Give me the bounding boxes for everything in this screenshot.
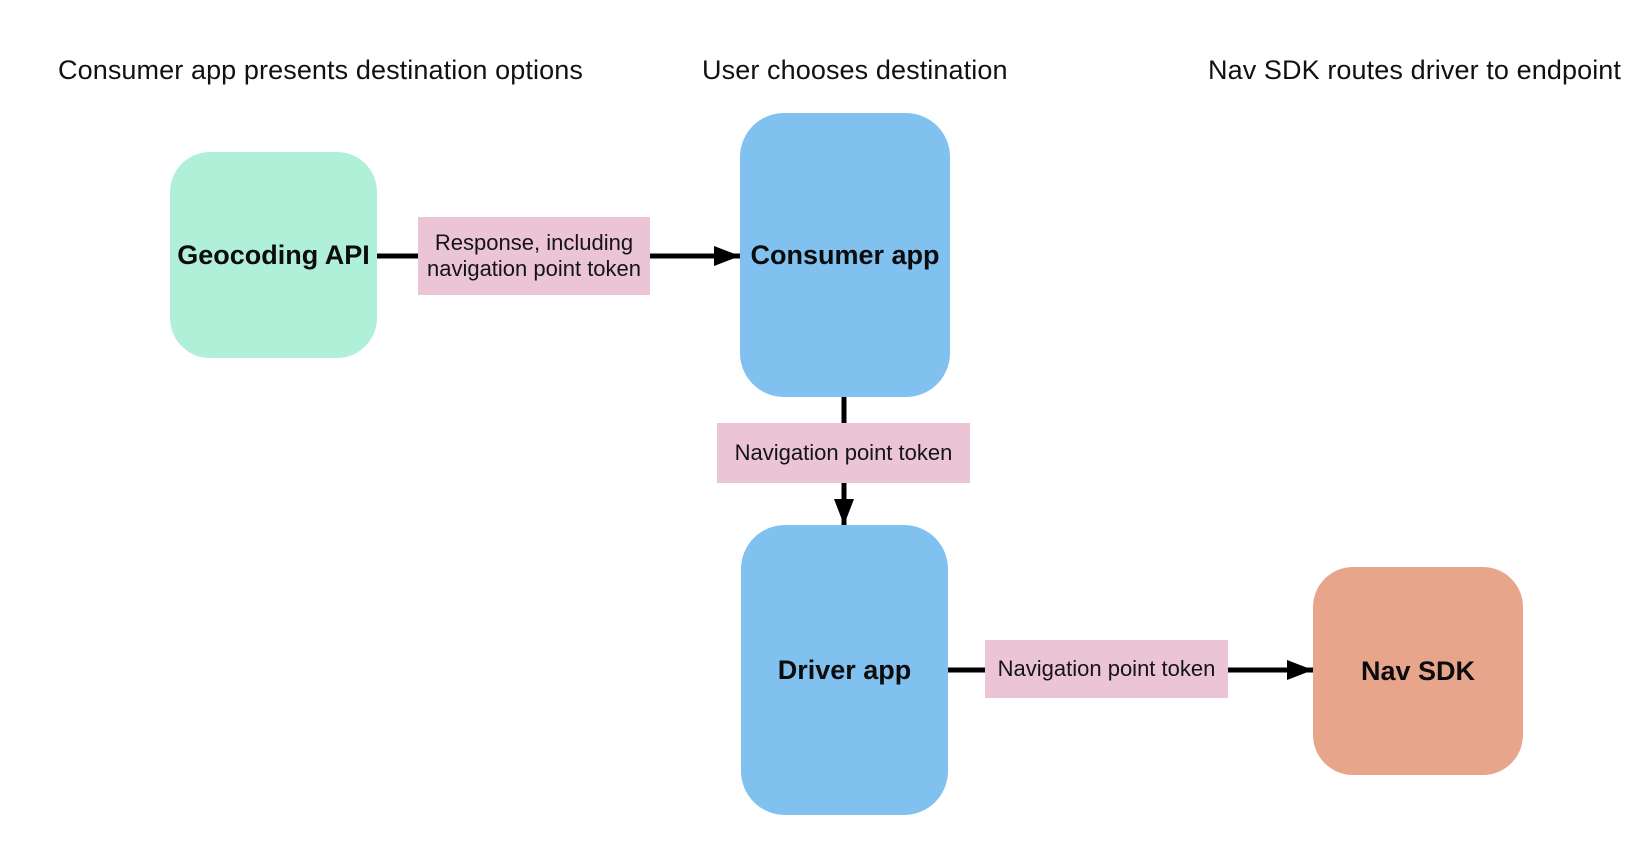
edge-label-navigation-point-token-2: Navigation point token bbox=[985, 640, 1228, 698]
column-header-nav-sdk-routes: Nav SDK routes driver to endpoint bbox=[1208, 55, 1622, 85]
edge-label-navigation-point-token-1: Navigation point token bbox=[717, 423, 970, 483]
column-header-consumer-presents: Consumer app presents destination option… bbox=[58, 55, 583, 85]
column-header-user-chooses: User chooses destination bbox=[702, 55, 1008, 85]
consumer-app-node: Consumer app bbox=[740, 113, 950, 397]
driver-app-node: Driver app bbox=[741, 525, 948, 815]
geocoding-api-node: Geocoding API bbox=[170, 152, 377, 358]
nav-sdk-node: Nav SDK bbox=[1313, 567, 1523, 775]
edge-label-response-including-token: Response, including navigation point tok… bbox=[418, 217, 650, 295]
